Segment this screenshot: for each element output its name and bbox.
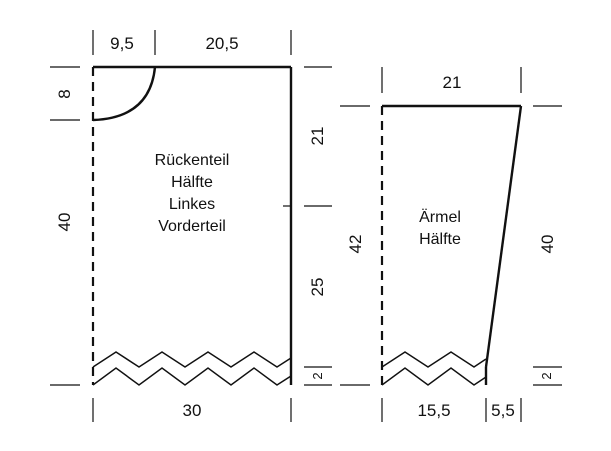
back-right-lower-height: 25 bbox=[308, 278, 327, 297]
back-bottom-width: 30 bbox=[183, 401, 202, 420]
back-rib-zigzag-top bbox=[92, 351, 292, 368]
back-piece-label: Rückenteil Hälfte Linkes Vorderteil bbox=[155, 152, 230, 235]
sleeve-right-height: 40 bbox=[538, 235, 557, 254]
sleeve-left-height: 42 bbox=[346, 235, 365, 254]
sleeve-label-line-1: Ärmel bbox=[419, 208, 461, 226]
back-bottom-dimension: 30 bbox=[92, 398, 292, 422]
sleeve-rib-height: 2 bbox=[539, 372, 554, 379]
back-right-dimension: 21 25 2 bbox=[304, 66, 332, 386]
back-neck-depth: 8 bbox=[55, 89, 74, 98]
back-rib-zigzag-bottom bbox=[92, 367, 292, 386]
back-top-dimension: 9,5 20,5 bbox=[92, 30, 292, 55]
sleeve-top-dimension: 21 bbox=[381, 67, 522, 93]
back-top-right-width: 20,5 bbox=[205, 34, 238, 53]
sleeve-bottom-dimension: 15,5 5,5 bbox=[381, 398, 522, 422]
back-right-upper-height: 21 bbox=[308, 127, 327, 146]
back-top-left-width: 9,5 bbox=[110, 34, 134, 53]
sleeve-top-width: 21 bbox=[443, 73, 462, 92]
sleeve-right-edge bbox=[484, 105, 523, 368]
back-label-line-2: Hälfte bbox=[171, 174, 213, 191]
sleeve-label-line-2: Hälfte bbox=[419, 231, 461, 248]
back-label-line-4: Vorderteil bbox=[158, 218, 226, 235]
back-neckline-curve bbox=[92, 66, 157, 122]
sleeve-piece-label: Ärmel Hälfte bbox=[419, 208, 461, 248]
sleeve-rib-zigzag-bottom bbox=[381, 367, 487, 386]
sleeve-rib-zigzag-top bbox=[381, 351, 487, 368]
sleeve-right-dimension: 40 2 bbox=[533, 105, 562, 386]
back-left-dimension: 8 40 bbox=[50, 66, 80, 386]
back-label-line-1: Rückenteil bbox=[155, 152, 230, 169]
back-piece bbox=[91, 65, 293, 386]
back-left-height: 40 bbox=[55, 213, 74, 232]
sleeve-bottom-left-width: 15,5 bbox=[417, 401, 450, 420]
sleeve-bottom-right-width: 5,5 bbox=[491, 401, 515, 420]
sleeve-left-dimension: 42 bbox=[340, 105, 370, 386]
back-label-line-3: Linkes bbox=[169, 196, 215, 213]
sleeve-piece bbox=[380, 104, 523, 386]
back-rib-height: 2 bbox=[310, 372, 325, 379]
